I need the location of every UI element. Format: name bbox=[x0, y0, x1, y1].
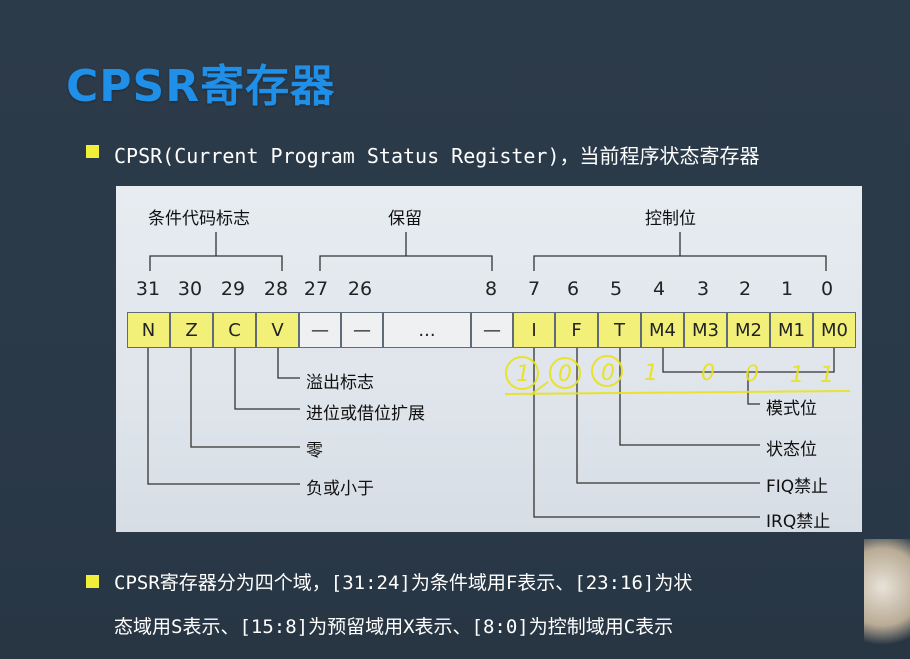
bit-cell-m1: M1 bbox=[770, 312, 813, 348]
bit-cell-m4: M4 bbox=[641, 312, 684, 348]
bit-number: 26 bbox=[347, 278, 373, 300]
group-label-reserved: 保留 bbox=[388, 209, 422, 229]
bullet-text-cpsr-definition: CPSR(Current Program Status Register)，当前… bbox=[114, 144, 760, 168]
group-label-control-bits: 控制位 bbox=[645, 209, 696, 229]
bit-number: 6 bbox=[566, 278, 580, 300]
label-carry-flag: 进位或借位扩展 bbox=[306, 404, 425, 424]
label-overflow-flag: 溢出标志 bbox=[306, 373, 374, 393]
handwritten-digit: 1 bbox=[790, 363, 804, 388]
label-irq-disable: IRQ禁止 bbox=[766, 512, 831, 532]
handwriting-marks bbox=[504, 355, 851, 396]
handwritten-digit: 0 bbox=[558, 362, 572, 387]
decorative-figure bbox=[864, 539, 910, 659]
bit-cell-f: F bbox=[555, 312, 598, 348]
label-zero-flag: 零 bbox=[306, 441, 323, 461]
bit-number: 0 bbox=[820, 278, 834, 300]
bit-number: 7 bbox=[527, 278, 541, 300]
bullet-marker bbox=[86, 145, 99, 158]
bit-cell-c: C bbox=[213, 312, 256, 348]
handwritten-digit: 0 bbox=[601, 361, 615, 386]
label-mode-bits: 模式位 bbox=[766, 399, 817, 419]
bit-cell-n: N bbox=[127, 312, 170, 348]
bit-cell-i: I bbox=[513, 312, 555, 348]
bit-number: 28 bbox=[263, 278, 289, 300]
group-label-condition-flags: 条件代码标志 bbox=[148, 209, 250, 229]
label-negative-flag: 负或小于 bbox=[306, 479, 374, 499]
label-state-bit: 状态位 bbox=[766, 440, 817, 460]
bullet-text-cpsr-fields-line2: 态域用S表示、[15:8]为预留域用X表示、[8:0]为控制域用C表示 bbox=[114, 616, 674, 638]
bullet-marker bbox=[86, 575, 99, 588]
bit-cell-reserved: — bbox=[299, 312, 341, 348]
handwritten-digit: 1 bbox=[516, 362, 530, 387]
bit-cell-reserved: — bbox=[471, 312, 513, 348]
bit-number: 5 bbox=[609, 278, 623, 300]
bit-cell-z: Z bbox=[170, 312, 213, 348]
bit-cell-m2: M2 bbox=[727, 312, 770, 348]
handwritten-digit: 1 bbox=[644, 361, 658, 386]
bit-number: 27 bbox=[303, 278, 329, 300]
slide-title: CPSR寄存器 bbox=[66, 61, 336, 112]
bit-cell-t: T bbox=[598, 312, 641, 348]
bit-cell-reserved: — bbox=[341, 312, 383, 348]
bit-number: 3 bbox=[696, 278, 710, 300]
bit-number: 8 bbox=[484, 278, 498, 300]
label-fiq-disable: FIQ禁止 bbox=[766, 477, 829, 497]
bit-cell-ellipsis: ... bbox=[383, 312, 471, 348]
bit-number: 1 bbox=[780, 278, 794, 300]
handwritten-digit: 0 bbox=[701, 361, 715, 386]
bit-cell-v: V bbox=[256, 312, 299, 348]
bit-cell-m0: M0 bbox=[813, 312, 856, 348]
bit-number: 30 bbox=[177, 278, 203, 300]
bit-number: 2 bbox=[738, 278, 752, 300]
bit-number: 4 bbox=[652, 278, 666, 300]
bit-number: 29 bbox=[220, 278, 246, 300]
handwritten-digit: 0 bbox=[745, 362, 759, 387]
bit-cell-m3: M3 bbox=[684, 312, 727, 348]
bullet-text-cpsr-fields-line1: CPSR寄存器分为四个域，[31:24]为条件域用F表示、[23:16]为状 bbox=[114, 572, 693, 594]
handwritten-digit: 1 bbox=[820, 363, 834, 388]
bit-number: 31 bbox=[135, 278, 161, 300]
cpsr-diagram-panel bbox=[116, 186, 862, 532]
